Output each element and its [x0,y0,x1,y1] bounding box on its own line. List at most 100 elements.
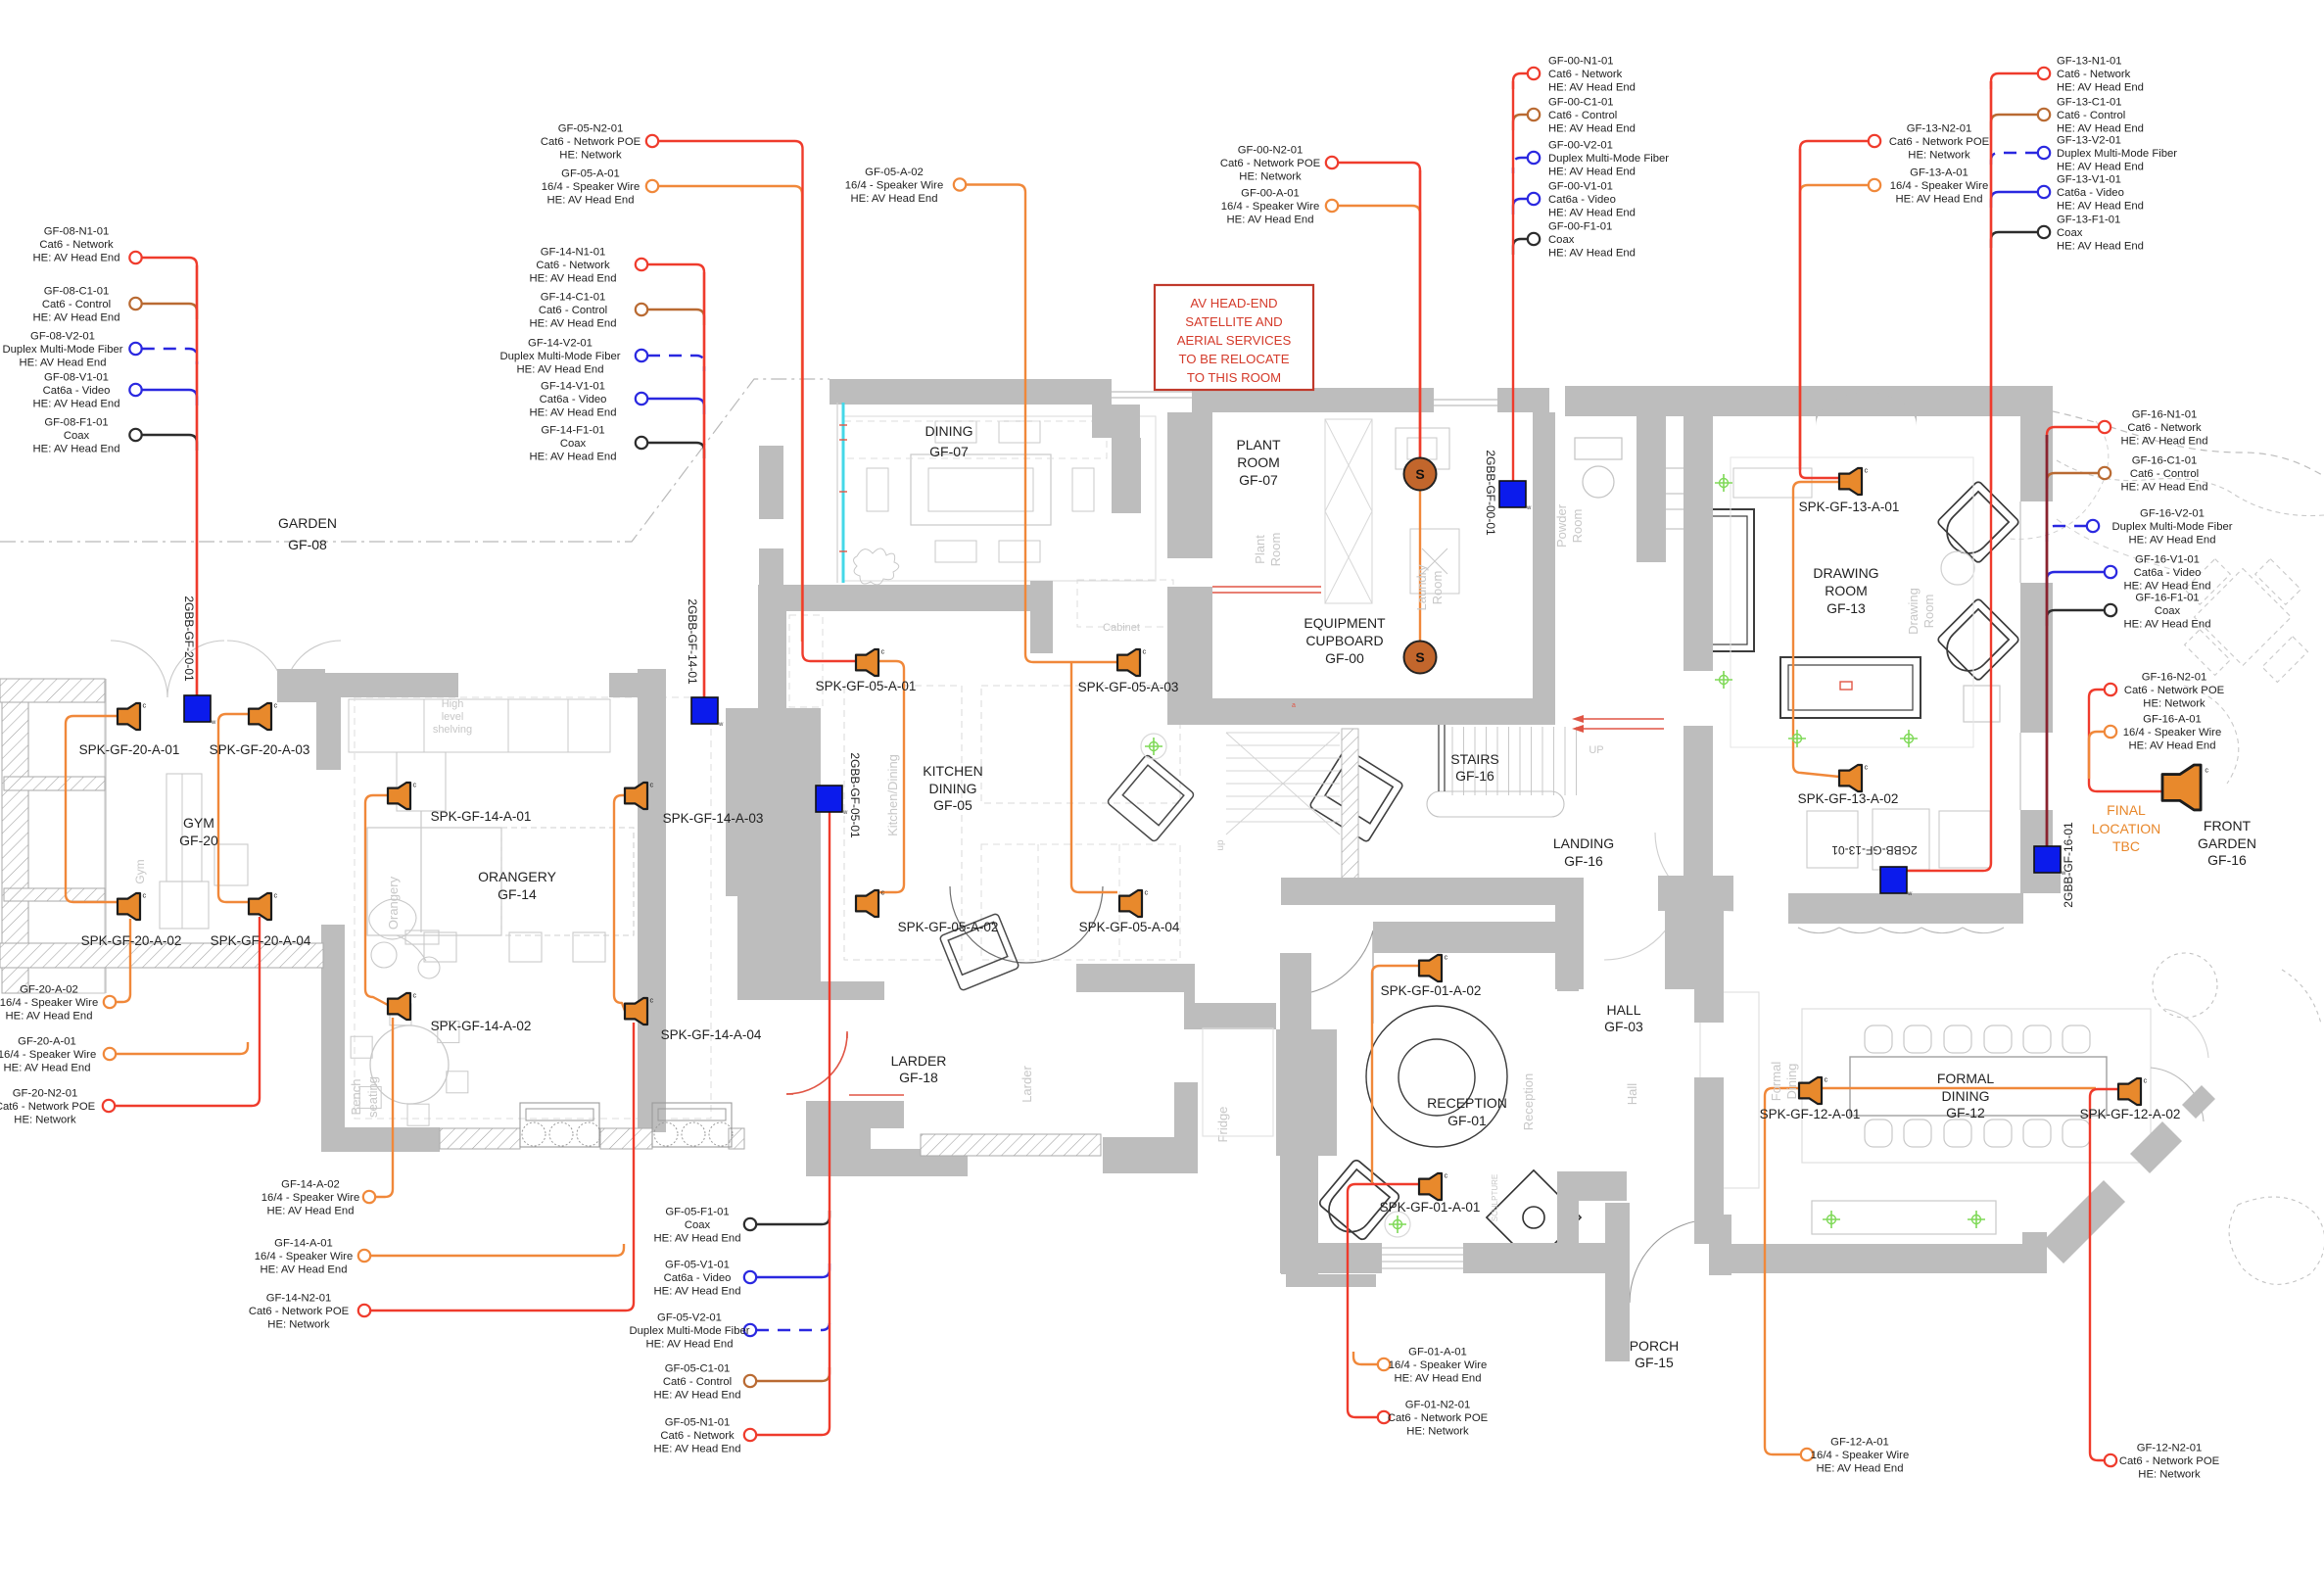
svg-text:Orangery: Orangery [386,876,401,930]
svg-text:DINING: DINING [925,423,973,439]
svg-text:GF-20: GF-20 [179,833,218,848]
svg-text:LARDER: LARDER [891,1053,947,1069]
svg-text:c: c [1445,953,1448,962]
svg-text:GF-12: GF-12 [1946,1105,1985,1120]
svg-text:c: c [413,781,417,789]
svg-text:STAIRS: STAIRS [1450,751,1499,767]
svg-text:SPK-GF-05-A-01: SPK-GF-05-A-01 [816,679,917,693]
svg-text:RECEPTION: RECEPTION [1427,1095,1507,1111]
svg-text:16/4 - Speaker Wire: 16/4 - Speaker Wire [261,1192,359,1204]
svg-text:Coax: Coax [64,430,90,442]
svg-text:SPK-GF-14-A-04: SPK-GF-14-A-04 [661,1027,762,1042]
svg-text:Cat6 - Network POE: Cat6 - Network POE [249,1306,350,1317]
svg-text:HE: AV Head End: HE: AV Head End [530,407,617,419]
svg-text:up: up [1215,839,1226,851]
svg-text:HE: Network: HE: Network [559,150,622,162]
svg-text:16/4 - Speaker Wire: 16/4 - Speaker Wire [255,1251,353,1263]
svg-text:Cat6a - Video: Cat6a - Video [2057,187,2124,199]
svg-text:HE: AV Head End: HE: AV Head End [2057,241,2144,253]
svg-text:SPK-GF-05-A-03: SPK-GF-05-A-03 [1078,680,1179,694]
svg-text:2GBB-GF-16-01: 2GBB-GF-16-01 [2062,822,2075,908]
svg-text:2GBB-GF-00-01: 2GBB-GF-00-01 [1484,450,1497,536]
svg-text:Cat6a - Video: Cat6a - Video [664,1272,732,1284]
svg-text:Fridge: Fridge [1215,1107,1230,1143]
svg-text:Cat6 - Control: Cat6 - Control [2130,468,2199,480]
svg-text:16/4 - Speaker Wire: 16/4 - Speaker Wire [1890,180,1988,192]
svg-text:HE: Network: HE: Network [1908,150,1970,162]
svg-text:w: w [1526,505,1532,511]
svg-text:Cabinet: Cabinet [1103,622,1140,634]
svg-text:Bench: Bench [349,1079,363,1116]
svg-text:HE: AV Head End: HE: AV Head End [33,253,120,264]
svg-text:SPK-GF-13-A-01: SPK-GF-13-A-01 [1799,500,1900,514]
svg-text:SPK-GF-20-A-03: SPK-GF-20-A-03 [210,742,310,757]
svg-text:HE: Network: HE: Network [1239,171,1302,183]
svg-text:GF-14-N2-01: GF-14-N2-01 [266,1293,332,1305]
svg-text:Kitchen/Dining: Kitchen/Dining [885,754,900,836]
svg-text:Dining: Dining [1784,1064,1799,1100]
svg-text:c: c [274,701,278,710]
svg-text:Cat6 - Network: Cat6 - Network [1548,69,1623,80]
svg-text:Hall: Hall [1625,1083,1639,1106]
svg-text:GF-12-N2-01: GF-12-N2-01 [2137,1443,2203,1454]
svg-text:GF-05: GF-05 [933,797,972,813]
svg-text:16/4 - Speaker Wire: 16/4 - Speaker Wire [0,997,98,1009]
svg-text:Cat6 - Control: Cat6 - Control [2057,110,2125,121]
svg-text:HE: AV Head End: HE: AV Head End [33,312,120,324]
svg-text:Cat6a - Video: Cat6a - Video [540,394,607,405]
svg-text:Room: Room [1268,533,1283,567]
svg-text:ROOM: ROOM [1825,583,1868,598]
svg-text:c: c [1143,647,1147,656]
svg-text:HE: AV Head End: HE: AV Head End [646,1339,734,1351]
svg-text:ROOM: ROOM [1237,454,1280,470]
svg-text:GF-14: GF-14 [498,886,537,902]
svg-text:c: c [1145,888,1149,897]
svg-text:SPK-GF-20-A-02: SPK-GF-20-A-02 [81,933,182,948]
svg-text:2GBB-GF-20-01: 2GBB-GF-20-01 [182,596,196,682]
svg-text:FINAL: FINAL [2107,802,2146,818]
svg-text:GF-20-A-02: GF-20-A-02 [20,984,78,996]
svg-text:w: w [842,810,848,816]
svg-text:HE: AV Head End: HE: AV Head End [1548,123,1636,135]
svg-text:PLANT: PLANT [1236,437,1281,453]
svg-text:GF-16-A-01: GF-16-A-01 [2143,714,2202,726]
svg-text:Reception: Reception [1521,1073,1536,1131]
svg-text:DINING: DINING [929,781,977,796]
svg-text:LOCATION: LOCATION [2092,821,2161,836]
svg-text:HE: AV Head End: HE: AV Head End [2057,162,2144,173]
svg-text:HE: AV Head End: HE: AV Head End [20,358,107,369]
svg-text:Room: Room [1921,595,1936,629]
svg-text:GF-08-N1-01: GF-08-N1-01 [44,226,110,238]
svg-text:Cat6 - Network POE: Cat6 - Network POE [2119,1455,2220,1467]
svg-text:Cat6 - Network POE: Cat6 - Network POE [1388,1412,1489,1424]
svg-text:HE: AV Head End: HE: AV Head End [2129,740,2216,752]
svg-text:16/4 - Speaker Wire: 16/4 - Speaker Wire [1221,201,1319,213]
svg-text:Cat6a - Video: Cat6a - Video [1548,194,1616,206]
svg-text:shelving: shelving [433,724,472,736]
svg-text:GF-13-N2-01: GF-13-N2-01 [1907,123,1972,135]
svg-text:HE: Network: HE: Network [2138,1469,2201,1481]
svg-text:GF-14-A-01: GF-14-A-01 [274,1238,333,1250]
svg-text:GF-20-N2-01: GF-20-N2-01 [13,1088,78,1100]
svg-text:HE: AV Head End: HE: AV Head End [851,193,938,205]
svg-text:Coax: Coax [685,1219,711,1231]
svg-text:GF-05-C1-01: GF-05-C1-01 [665,1363,731,1375]
svg-text:Cat6 - Network: Cat6 - Network [536,260,610,271]
svg-text:SCULPTURE: SCULPTURE [1491,1174,1499,1221]
svg-text:GARDEN: GARDEN [2198,835,2256,851]
svg-text:HE: AV Head End: HE: AV Head End [1817,1463,1904,1475]
svg-text:GF-15: GF-15 [1635,1355,1674,1370]
svg-text:c: c [143,891,147,900]
svg-text:HE: AV Head End: HE: AV Head End [2121,482,2208,494]
svg-text:SPK-GF-13-A-02: SPK-GF-13-A-02 [1798,791,1899,806]
svg-text:SPK-GF-20-A-01: SPK-GF-20-A-01 [79,742,180,757]
svg-text:GF-05-N1-01: GF-05-N1-01 [665,1417,731,1429]
svg-text:GF-00: GF-00 [1325,650,1364,666]
svg-text:Duplex Multi-Mode Fiber: Duplex Multi-Mode Fiber [499,351,620,362]
svg-text:HE: AV Head End: HE: AV Head End [654,1390,741,1402]
svg-text:2GBB-GF-14-01: 2GBB-GF-14-01 [686,598,699,685]
svg-text:GF-05-V1-01: GF-05-V1-01 [665,1260,730,1271]
svg-text:ORANGERY: ORANGERY [478,869,557,884]
svg-text:GF-14-V1-01: GF-14-V1-01 [541,381,605,393]
svg-text:HE: AV Head End: HE: AV Head End [530,273,617,285]
